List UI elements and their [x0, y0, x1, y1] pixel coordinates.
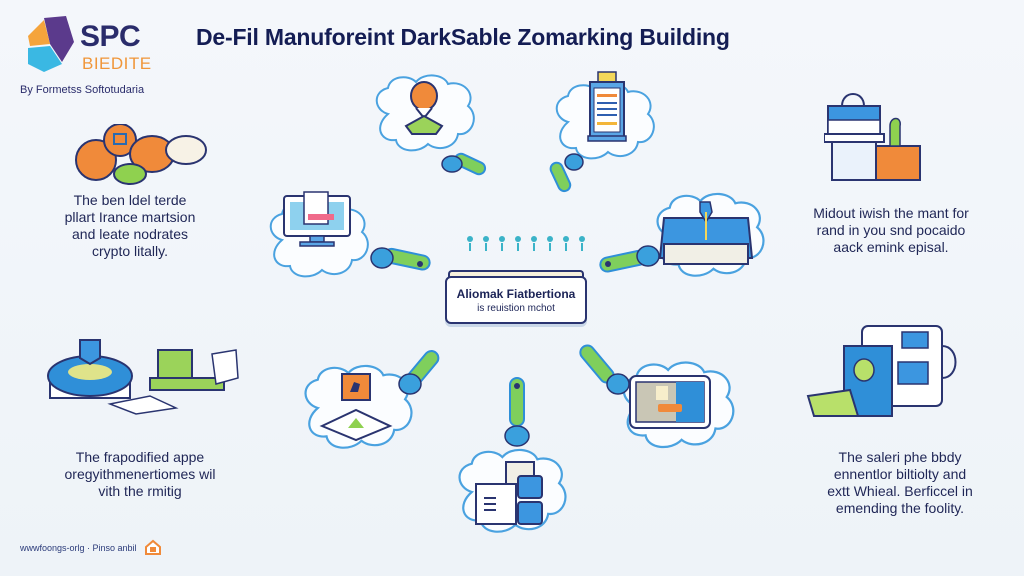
home-badge-icon: [145, 539, 161, 555]
footer-link[interactable]: wwwfoongs-orlg · Pinso anbil: [20, 543, 137, 553]
node-person[interactable]: [368, 72, 478, 156]
center-hub-title: Aliomak Fiatbertiona: [456, 287, 576, 301]
caption-line: The ben ldel terde: [73, 192, 187, 208]
signal-dots: [467, 236, 585, 251]
connector-devices: [504, 377, 530, 447]
caption-line: ennentlor biltiolty and: [833, 466, 967, 482]
caption-line: rand in you snd pocaido: [816, 222, 966, 238]
monitor-icon: [283, 191, 351, 247]
caption-top-left: The ben ldel terde pllart Irance martsio…: [44, 192, 216, 260]
connector-monitor: [370, 247, 431, 271]
brand-logo: SPC BIEDITE By Formetss Softotudaria: [18, 14, 188, 96]
brand-name: SPC: [80, 20, 141, 53]
scanner-illustration: [47, 339, 239, 415]
caption-mid-right: Midout iwish the mant for rand in you sn…: [788, 205, 994, 256]
caption-line: The saleri phe bbdy: [838, 449, 962, 465]
node-tablet[interactable]: [614, 356, 738, 456]
center-hub[interactable]: Aliomak Fiatbertiona is reuistion mchot: [445, 276, 587, 324]
connector-faucet: [398, 350, 440, 395]
brand-tagline: By Formetss Softotudaria: [20, 84, 145, 96]
node-clipboard[interactable]: [548, 71, 658, 166]
caption-bottom-left: The frapodified appe oregyithmenertiomes…: [30, 449, 250, 500]
tray-icon: [658, 201, 754, 265]
brand-subname: BIEDITE: [82, 54, 152, 73]
node-tray[interactable]: [648, 186, 768, 286]
caption-line: extt Whieal. Berficcel in: [827, 483, 973, 499]
caption-line: and leate nodrates: [72, 226, 188, 242]
connector-clipboard: [549, 153, 584, 193]
center-box-lid: [448, 270, 584, 278]
phone-document-illustration: [806, 325, 957, 417]
caption-line: The frapodified appe: [75, 449, 205, 465]
node-faucet[interactable]: [296, 358, 416, 458]
caption-line: oregyithmenertiomes wil: [64, 466, 216, 482]
caption-line: pllart Irance martsion: [64, 209, 196, 225]
page-title: De-Fil Manuforeint DarkSable Zomarking B…: [196, 24, 730, 50]
clipboard-icon: [587, 71, 627, 142]
caption-line: Midout iwish the mant for: [813, 205, 969, 221]
connector-person: [441, 152, 487, 176]
node-devices[interactable]: [450, 442, 570, 542]
connector-tray: [599, 245, 660, 273]
center-hub-subtitle: is reuistion mchot: [477, 303, 555, 314]
faucet-icon: [319, 373, 393, 442]
caption-line: crypto litally.: [92, 243, 168, 259]
caption-bottom-right: The saleri phe bbdy ennentlor biltiolty …: [800, 449, 1000, 517]
person-icon: [404, 81, 444, 135]
coins-illustration: [75, 124, 207, 185]
caption-line: vith the rmitig: [98, 483, 182, 499]
kiosk-plant-illustration: [824, 93, 921, 181]
logo-mark-icon: [28, 16, 74, 72]
devices-icon: [475, 461, 543, 525]
caption-line: aack emink episal.: [833, 239, 949, 255]
node-monitor[interactable]: [262, 191, 372, 286]
connector-tablet: [579, 344, 630, 395]
caption-line: emending the foolity.: [835, 500, 965, 516]
tablet-icon: [629, 375, 711, 429]
